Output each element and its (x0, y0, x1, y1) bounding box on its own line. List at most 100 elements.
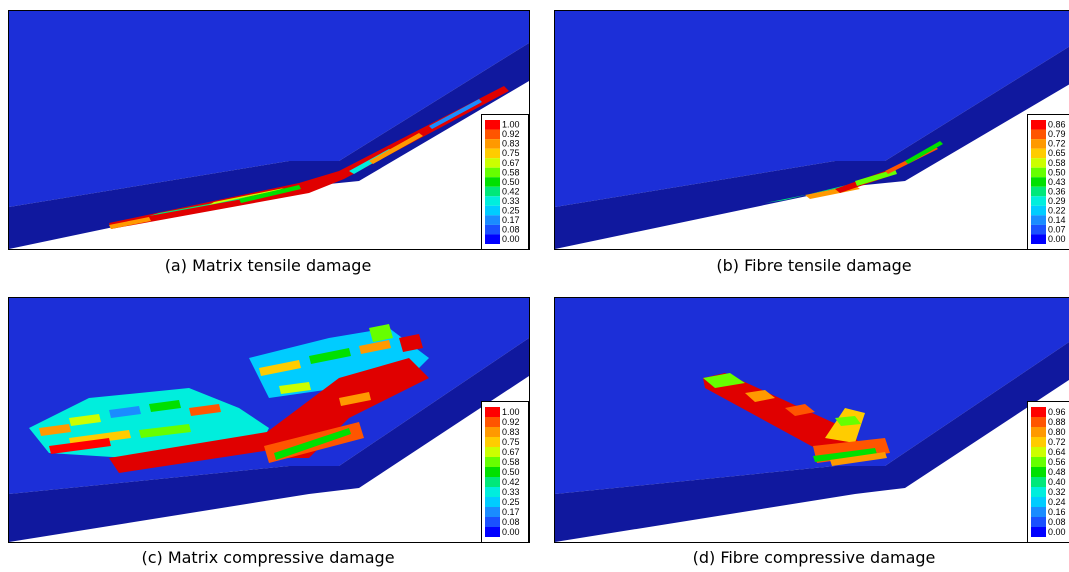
legend-swatch (1031, 447, 1046, 457)
laminate-top-surface (555, 11, 1069, 207)
legend-tick-label: 0.16 (1048, 507, 1066, 517)
legend-tick-label: 0.72 (1048, 139, 1066, 149)
legend-swatch (1031, 234, 1046, 244)
legend-tick-label: 0.00 (1048, 527, 1066, 537)
legend-tick-label: 0.29 (1048, 196, 1066, 206)
legend-tick-label: 0.33 (502, 487, 520, 497)
legend-swatch (485, 148, 500, 159)
legend-tick-label: 0.67 (502, 158, 520, 168)
legend-tick-label: 0.64 (1048, 447, 1066, 457)
legend-tick-label: 0.96 (1048, 407, 1066, 417)
laminate-side-face (555, 342, 1069, 542)
legend-swatch (485, 477, 500, 487)
legend-tick-label: 0.25 (502, 497, 520, 507)
legend-swatch (485, 427, 500, 437)
legend-tick-label: 0.40 (1048, 477, 1066, 487)
legend-swatch (1031, 167, 1046, 178)
legend-swatch (485, 167, 500, 178)
legend-tick-label: 0.48 (1048, 467, 1066, 477)
legend-swatch (485, 517, 500, 527)
legend-swatch (1031, 120, 1046, 130)
legend-tick-label: 0.00 (502, 527, 520, 537)
legend-tick-label: 0.56 (1048, 457, 1066, 467)
legend-swatch (1031, 427, 1046, 437)
laminate-side-face (555, 46, 1069, 249)
legend-swatch (1031, 177, 1046, 187)
laminate-top-surface (555, 298, 1069, 494)
legend-swatch (485, 417, 500, 427)
legend-swatch (1031, 158, 1046, 168)
legend-swatch (485, 215, 500, 225)
legend-swatch (1031, 148, 1046, 159)
legend-tick-label: 0.58 (502, 457, 520, 467)
legend-swatch (1031, 186, 1046, 197)
legend-tick-label: 0.14 (1048, 215, 1066, 225)
legend-tick-label: 0.00 (1048, 234, 1066, 244)
legend-tick-label: 0.58 (1048, 158, 1066, 168)
legend-tick-label: 1.00 (502, 120, 520, 130)
legend-swatch (485, 120, 500, 130)
legend-tick-label: 0.50 (502, 467, 520, 477)
legend-tick-label: 0.08 (502, 225, 520, 235)
legend-a-svg: 1.000.920.830.750.670.580.500.420.330.25… (485, 120, 520, 244)
legend-tick-label: 1.00 (502, 407, 520, 417)
legend-swatch (485, 186, 500, 197)
legend-swatch (485, 507, 500, 517)
legend-swatch (485, 487, 500, 497)
legend-tick-label: 0.00 (502, 234, 520, 244)
legend-d-svg: 0.960.880.800.720.640.560.480.400.320.24… (1031, 407, 1066, 537)
legend-swatch (1031, 139, 1046, 149)
legend-tick-label: 0.92 (502, 129, 520, 139)
legend-swatch (485, 205, 500, 216)
panel-c-contour-plot (9, 298, 529, 542)
legend-tick-label: 0.42 (502, 477, 520, 487)
legend-b-svg: 0.860.790.720.650.580.500.430.360.290.22… (1031, 120, 1066, 244)
caption-d: (d) Fibre compressive damage (692, 548, 936, 567)
legend-tick-label: 0.75 (502, 437, 520, 447)
legend-tick-label: 0.22 (1048, 205, 1066, 215)
legend-swatch (1031, 407, 1046, 417)
legend-tick-label: 0.43 (1048, 177, 1066, 187)
caption-b: (b) Fibre tensile damage (716, 256, 912, 275)
legend-swatch (1031, 196, 1046, 206)
legend-tick-label: 0.79 (1048, 129, 1066, 139)
legend-swatch (1031, 497, 1046, 507)
damage-strip-b (765, 141, 943, 203)
caption-a: (a) Matrix tensile damage (164, 256, 372, 275)
legend-tick-label: 0.24 (1048, 497, 1066, 507)
legend-tick-label: 0.25 (502, 205, 520, 215)
legend-swatch (1031, 507, 1046, 517)
legend-tick-label: 0.17 (502, 215, 520, 225)
legend-c-svg: 1.000.920.830.750.670.580.500.420.330.25… (485, 407, 520, 537)
legend-swatch (485, 177, 500, 187)
damage-patch-c (29, 324, 429, 473)
laminate-side-face (9, 43, 529, 249)
legend-swatch (485, 467, 500, 477)
legend-swatch (1031, 215, 1046, 225)
legend-swatch (485, 139, 500, 149)
legend-tick-label: 0.83 (502, 139, 520, 149)
legend-swatch (1031, 467, 1046, 477)
legend-tick-label: 0.36 (1048, 186, 1066, 196)
legend-tick-label: 0.17 (502, 507, 520, 517)
legend-tick-label: 0.42 (502, 186, 520, 196)
legend-tick-label: 0.92 (502, 417, 520, 427)
legend-swatch (485, 457, 500, 467)
legend-swatch (485, 234, 500, 244)
legend-swatch (485, 129, 500, 140)
panel-b-contour-plot (555, 11, 1069, 249)
legend-swatch (1031, 527, 1046, 537)
legend-swatch (1031, 437, 1046, 447)
legend-swatch (485, 196, 500, 206)
legend-swatch (1031, 517, 1046, 527)
legend-tick-label: 0.50 (502, 177, 520, 187)
legend-swatch (485, 437, 500, 447)
legend-swatch (1031, 417, 1046, 427)
